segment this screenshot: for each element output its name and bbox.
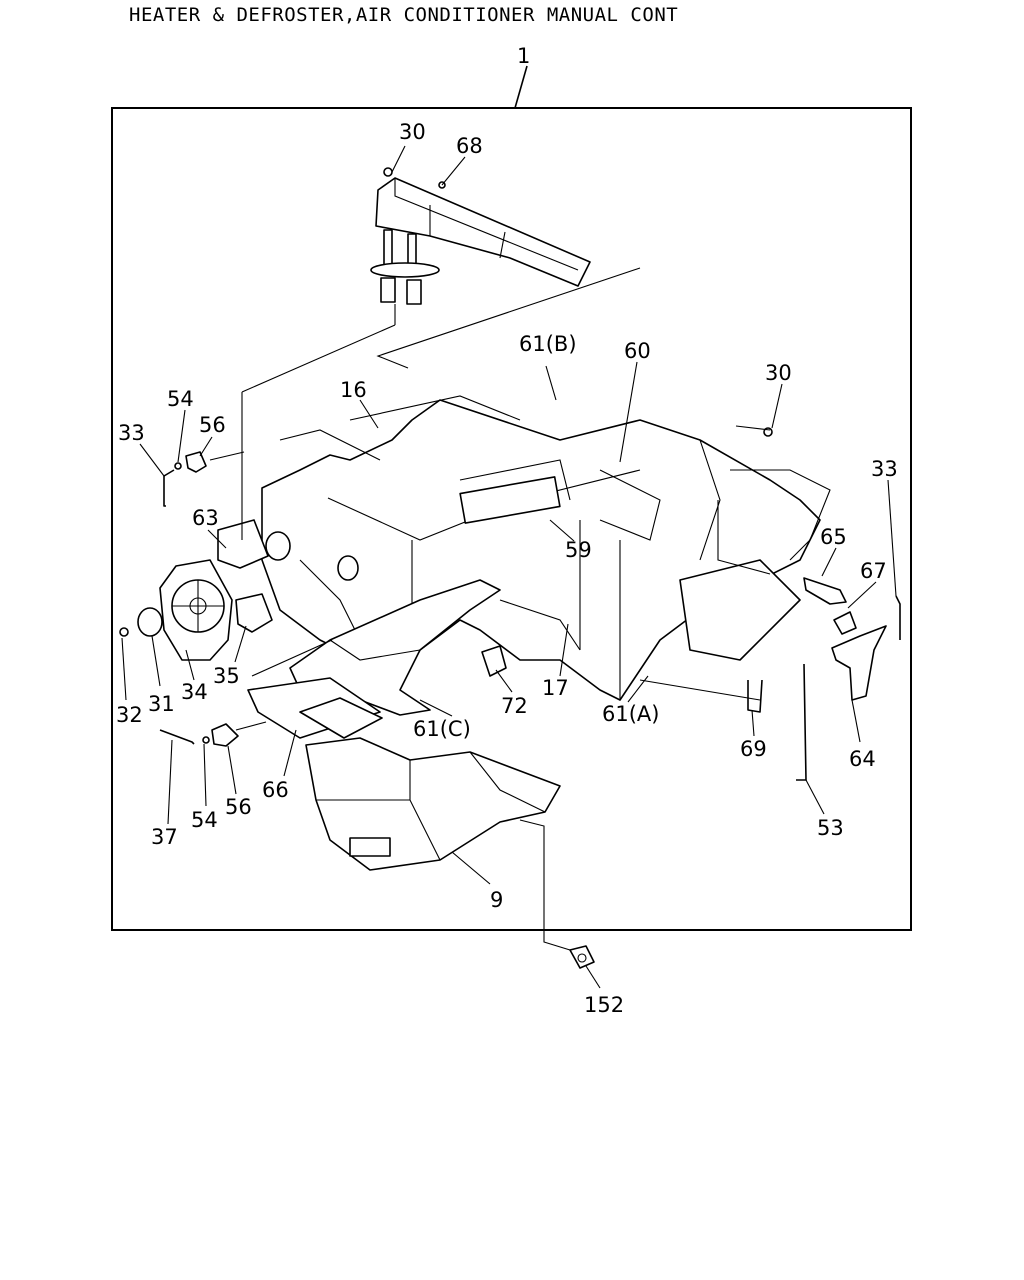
callout-61b: 61(B) (519, 332, 577, 356)
callout-56-top: 56 (199, 413, 226, 437)
callout-54-top: 54 (167, 387, 194, 411)
callout-33-right: 33 (871, 457, 898, 481)
callout-33-left: 33 (118, 421, 145, 445)
callout-67: 67 (860, 559, 887, 583)
callout-30-right: 30 (765, 361, 792, 385)
callout-60: 60 (624, 339, 651, 363)
callout-53: 53 (817, 816, 844, 840)
callout-16: 16 (340, 378, 367, 402)
callout-66: 66 (262, 778, 289, 802)
callout-9: 9 (490, 888, 503, 912)
callout-31: 31 (148, 692, 175, 716)
hardware-small-parts (159, 427, 901, 969)
callout-34: 34 (181, 680, 208, 704)
filter-66 (247, 677, 383, 739)
callout-61c: 61(C) (413, 717, 471, 741)
callout-63: 63 (192, 506, 219, 530)
assembly-frame (111, 107, 912, 931)
callout-54-bottom: 54 (191, 808, 218, 832)
callout-68: 68 (456, 134, 483, 158)
callout-35: 35 (213, 664, 240, 688)
callout-30-top: 30 (399, 120, 426, 144)
callout-69: 69 (740, 737, 767, 761)
callout-152: 152 (584, 993, 624, 1017)
callout-56-bottom: 56 (225, 795, 252, 819)
leader-core-outline (376, 267, 641, 369)
callout-64: 64 (849, 747, 876, 771)
callout-32: 32 (116, 703, 143, 727)
callout-61a: 61(A) (602, 702, 659, 726)
heater-core (370, 167, 591, 305)
callout-65: 65 (820, 525, 847, 549)
callout-37: 37 (151, 825, 178, 849)
lower-case-9 (305, 737, 561, 871)
callout-leaders (121, 145, 897, 989)
leader-core-pipe-2 (241, 324, 396, 393)
blower-motor (119, 559, 273, 661)
callout-17: 17 (542, 676, 569, 700)
callout-59: 59 (565, 538, 592, 562)
leader-assembly (514, 65, 528, 109)
callout-labels: 1 30 68 61(B) 60 30 16 54 56 33 63 59 65… (116, 44, 898, 1017)
connector-lines (209, 392, 771, 951)
callout-1: 1 (517, 44, 530, 68)
callout-72: 72 (501, 694, 528, 718)
diagram-title: HEATER & DEFROSTER,AIR CONDITIONER MANUA… (129, 4, 679, 26)
